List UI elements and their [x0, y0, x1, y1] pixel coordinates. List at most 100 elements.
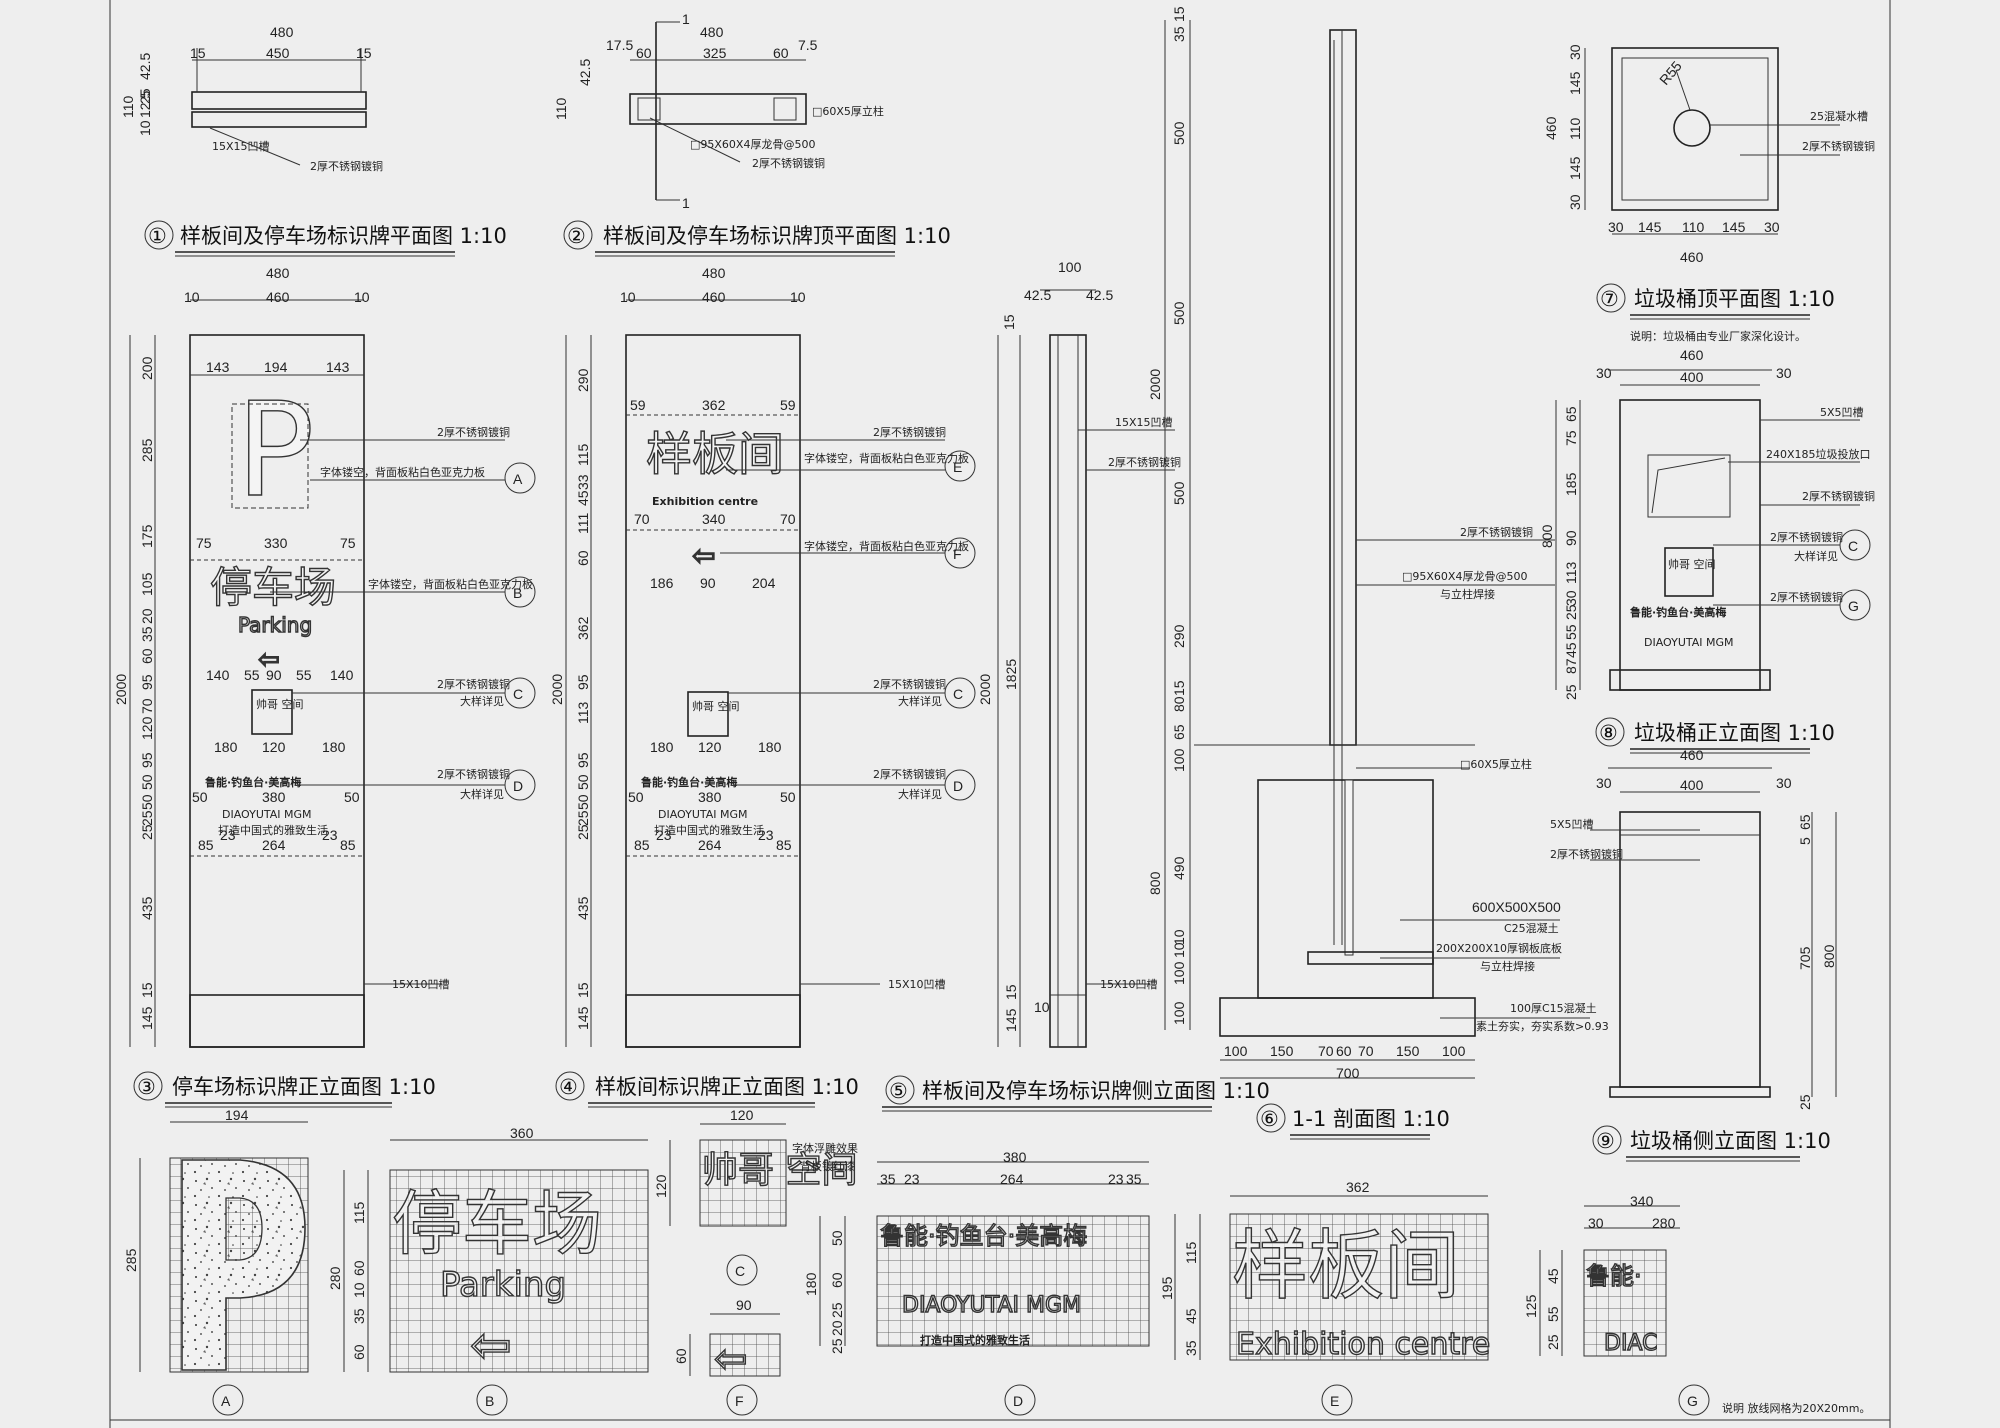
top-plan-frame — [629, 93, 807, 125]
svg-text:70: 70 — [780, 511, 796, 527]
svg-text:大样详见: 大样详见 — [460, 694, 504, 708]
svg-text:400: 400 — [1680, 777, 1704, 793]
svg-text:264: 264 — [698, 837, 722, 853]
svg-text:65: 65 — [1797, 814, 1813, 830]
svg-text:15X10凹槽: 15X10凹槽 — [392, 978, 450, 991]
svg-text:50: 50 — [575, 774, 591, 790]
svg-text:25: 25 — [137, 88, 153, 104]
svg-text:280: 280 — [1652, 1215, 1676, 1231]
svg-text:背板镀红漆: 背板镀红漆 — [800, 1159, 855, 1173]
bin-side-body — [1619, 811, 1761, 1088]
svg-text:10: 10 — [1171, 942, 1187, 958]
svg-text:180: 180 — [322, 739, 346, 755]
svg-text:175: 175 — [139, 524, 155, 548]
svg-text:705: 705 — [1797, 946, 1813, 970]
svg-text:1: 1 — [682, 195, 690, 211]
view-7-bin-top-plan: 30 145 110 145 30 460 30 145 110 145 30 … — [1543, 44, 1875, 343]
svg-text:280: 280 — [327, 1266, 343, 1290]
svg-text:23: 23 — [758, 827, 774, 843]
svg-text:60: 60 — [351, 1260, 367, 1276]
svg-text:120: 120 — [262, 739, 286, 755]
svg-text:5: 5 — [1797, 837, 1813, 845]
view-2-title: 样板间及停车场标识牌顶平面图 1:10 — [603, 224, 951, 248]
svg-text:480: 480 — [700, 24, 724, 40]
svg-text:340: 340 — [1630, 1193, 1654, 1209]
svg-text:2厚不锈钢镀铜: 2厚不锈钢镀铜 — [1802, 139, 1875, 153]
callout-f: F — [953, 546, 962, 562]
svg-text:23: 23 — [656, 827, 672, 843]
svg-text:字体镂空，背面板粘白色亚克力板: 字体镂空，背面板粘白色亚克力板 — [804, 451, 969, 465]
svg-text:55: 55 — [1563, 624, 1579, 640]
svg-text:100: 100 — [1224, 1043, 1248, 1059]
view-9-number: ⑨ — [1596, 1129, 1615, 1153]
svg-text:194: 194 — [264, 359, 288, 375]
svg-text:15X10凹槽: 15X10凹槽 — [888, 978, 946, 991]
svg-text:180: 180 — [214, 739, 238, 755]
svg-text:75: 75 — [196, 535, 212, 551]
svg-text:380: 380 — [262, 789, 286, 805]
svg-text:600X500X500: 600X500X500 — [1472, 899, 1561, 915]
brand-text: 鲁能·钓鱼台·美高梅 — [205, 775, 301, 789]
sign-p-letter: P — [236, 374, 314, 526]
svg-text:25: 25 — [139, 824, 155, 840]
plan-panel — [191, 91, 367, 110]
svg-text:DIAOYUTAI MGM: DIAOYUTAI MGM — [658, 808, 748, 821]
svg-text:20: 20 — [829, 1320, 845, 1336]
view-4-title: 样板间标识牌正立面图 1:10 — [595, 1075, 859, 1099]
svg-text:25: 25 — [575, 810, 591, 826]
svg-text:460: 460 — [702, 289, 726, 305]
bin-opening — [1673, 109, 1711, 147]
view-9-title: 垃圾桶侧立面图 1:10 — [1630, 1129, 1831, 1153]
svg-text:400: 400 — [1680, 369, 1704, 385]
svg-text:□95X60X4厚龙骨@500: □95X60X4厚龙骨@500 — [690, 138, 815, 151]
svg-text:DIAOYUTAI MGM: DIAOYUTAI MGM — [1644, 636, 1734, 649]
svg-text:30: 30 — [1588, 1215, 1604, 1231]
svg-text:45: 45 — [575, 490, 591, 506]
svg-text:10: 10 — [1171, 929, 1187, 945]
svg-text:□60X5厚立柱: □60X5厚立柱 — [812, 104, 884, 118]
svg-text:2000: 2000 — [977, 674, 993, 705]
svg-text:2厚不锈钢镀铜: 2厚不锈钢镀铜 — [873, 677, 946, 691]
svg-text:15: 15 — [1171, 680, 1187, 696]
svg-text:10: 10 — [184, 289, 200, 305]
svg-text:186: 186 — [650, 575, 674, 591]
view-1-plan: 480 450 15 15 42.5 110 12.5 25 10 15X15凹… — [120, 24, 507, 257]
svg-text:285: 285 — [139, 438, 155, 462]
svg-text:5X5凹槽: 5X5凹槽 — [1820, 406, 1864, 419]
svg-text:25: 25 — [829, 1302, 845, 1318]
svg-text:85: 85 — [634, 837, 650, 853]
detail-g-bin-brand: 鲁能· DIAC 340 280 30 45 55 25 125 G — [1523, 1193, 1710, 1416]
svg-text:85: 85 — [198, 837, 214, 853]
svg-text:45: 45 — [1563, 642, 1579, 658]
svg-text:帅哥 空间: 帅哥 空间 — [1668, 557, 1716, 571]
svg-text:145: 145 — [1638, 219, 1662, 235]
detail-f-arrow: ⇦ 90 60 F — [673, 1297, 781, 1416]
view-7-number: ⑦ — [1600, 287, 1619, 311]
detail-c-logo-text: 帅哥 空间 — [702, 1150, 857, 1191]
svg-text:380: 380 — [698, 789, 722, 805]
svg-text:435: 435 — [575, 896, 591, 920]
svg-text:30: 30 — [1764, 219, 1780, 235]
view-1-number: ① — [148, 224, 167, 248]
svg-text:140: 140 — [206, 667, 230, 683]
plan-panel-lower — [191, 111, 367, 128]
svg-text:与立柱焊接: 与立柱焊接 — [1480, 959, 1535, 973]
detail-g-label: G — [1687, 1393, 1698, 1409]
svg-text:143: 143 — [326, 359, 350, 375]
svg-text:111: 111 — [575, 513, 591, 534]
svg-text:800: 800 — [1821, 944, 1837, 968]
svg-text:325: 325 — [703, 45, 727, 61]
detail-b-en: Parking — [440, 1265, 566, 1305]
svg-text:150: 150 — [1396, 1043, 1420, 1059]
svg-text:字体镂空，背面板粘白色亚克力板: 字体镂空，背面板粘白色亚克力板 — [368, 577, 533, 591]
svg-text:120: 120 — [730, 1107, 754, 1123]
svg-text:100厚C15混凝土: 100厚C15混凝土 — [1510, 1001, 1597, 1015]
svg-text:200: 200 — [139, 356, 155, 380]
view-8-title: 垃圾桶正立面图 1:10 — [1634, 721, 1835, 745]
detail-e-en: Exhibition centre — [1236, 1327, 1490, 1362]
svg-text:7.5: 7.5 — [798, 37, 818, 53]
svg-text:60: 60 — [1336, 1043, 1352, 1059]
svg-text:42.5: 42.5 — [137, 53, 153, 80]
svg-text:1: 1 — [682, 11, 690, 27]
